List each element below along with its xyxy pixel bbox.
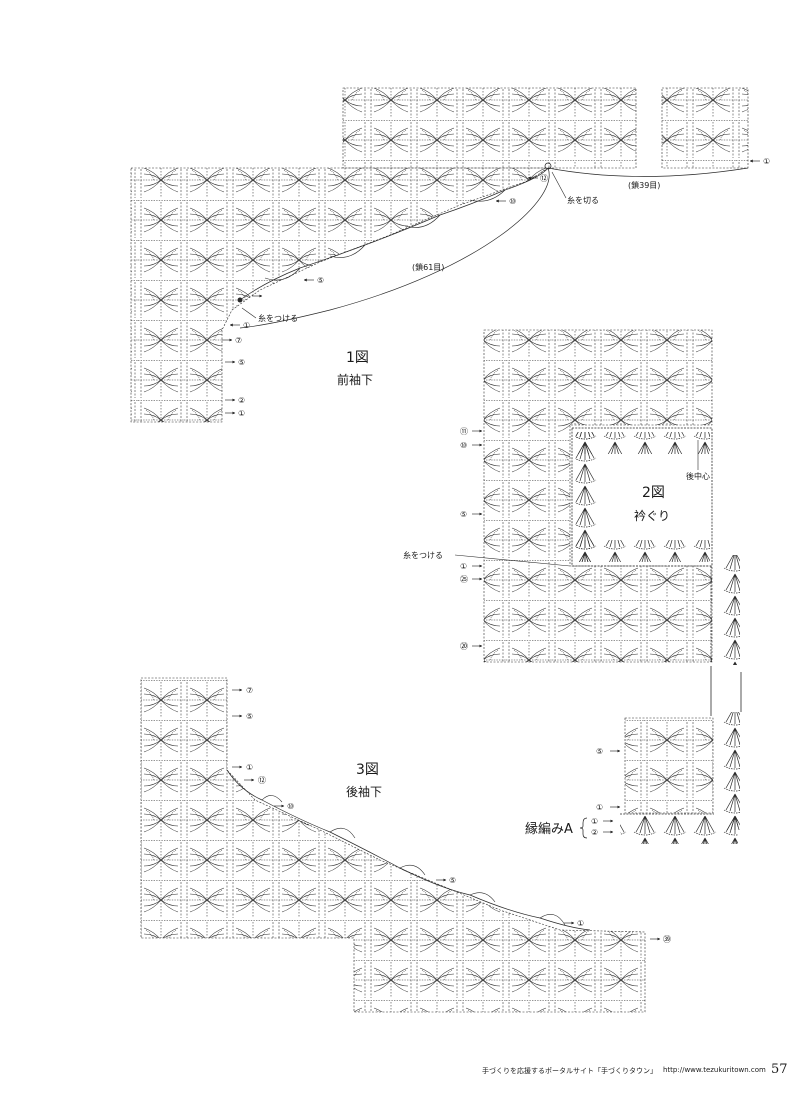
fig3-row-5b: ⑤ [449,876,456,885]
fig1-row-10: ⑩ [509,197,516,206]
fig2-row-11: ⑪ [460,427,468,436]
fig2-attach-yarn: 糸をつける [403,550,443,560]
fig1-row-1: ① [763,157,770,166]
fig3-row-1b: ① [577,919,584,928]
fig1-block-top [342,87,637,169]
fig3-row-39: ㊴ [663,935,671,944]
page-number: 57 [771,1062,788,1077]
fig1-row-2: ② [238,396,245,405]
footer-url[interactable]: http://www.tezukuritown.com [663,1066,766,1074]
fig1-chain-main: (鎖61目) [412,262,444,272]
fig1-title: 1図 [346,350,369,366]
fig2-small-row-5: ⑤ [596,747,603,756]
fig1-cut-yarn: 糸を切る [567,195,599,205]
fig3-row-10: ⑩ [287,802,294,811]
fig2-small-row-1: ① [596,803,603,812]
fig3-row-12: ⑫ [258,776,266,785]
fig2-block-small [624,717,714,814]
fig1-row-5a: ⑤ [317,276,324,285]
fig3-row-5a: ⑤ [246,712,253,721]
fig2-row-10: ⑩ [460,441,467,450]
footer-site-text: 手づくりを応援するポータルサイト「手づくりタウン」 [482,1067,657,1075]
figure-3: 3図 後袖下 ⑦ ⑤ ① ⑫ ⑩ ⑤ ① ㊴ [140,677,671,1013]
fig2-center-back: 後中心 [686,471,710,481]
page-footer: 手づくりを応援するポータルサイト「手づくりタウン」 http://www.tez… [0,1062,800,1083]
fig1-row-12: ⑫ [540,174,548,183]
fig3-subtitle: 後袖下 [346,784,382,799]
fig2-edging-row-2: ② [591,828,598,837]
fig2-neck-edging [571,427,713,567]
fig2-title: 2図 [642,485,665,501]
fig1-row-markers [222,159,760,415]
fig3-title: 3図 [356,762,379,778]
fig2-row-5: ⑤ [460,510,467,519]
fig2-row-20: ⑳ [460,642,468,651]
fig2-subtitle: 衿ぐり [634,508,670,523]
fig3-block-main [140,677,646,1013]
fig1-row-5b: ⑤ [238,358,245,367]
fig2-edging-label: 縁編みA [525,821,573,837]
fig1-subtitle: 前袖下 [337,372,373,387]
figure-1: (鎖39目) 糸を切る (鎖61目) 糸をつける 1図 前袖下 ① ⑫ ⑩ ⑤ … [130,87,770,423]
fig3-row-7: ⑦ [246,686,253,695]
fig2-row-25: ㉕ [460,575,468,584]
fig1-chain-top: (鎖39目) [628,180,660,190]
fig2-row-1: ① [460,562,467,571]
fig3-row-1a: ① [246,763,253,772]
fig1-row-7: ⑦ [235,336,242,345]
fig1-attach-yarn: 糸をつける [258,313,298,323]
figure-2: 後中心 2図 衿ぐり 糸をつける ⑪ ⑩ ⑤ ① ㉕ ⑳ [403,329,742,844]
fig2-edging-row-1: ① [591,817,598,826]
fig1-block-top-right [661,87,749,169]
fig1-slope-edging [239,167,549,301]
fig1-row-1c: ① [238,409,245,418]
fig1-row-1b: ① [243,321,250,330]
